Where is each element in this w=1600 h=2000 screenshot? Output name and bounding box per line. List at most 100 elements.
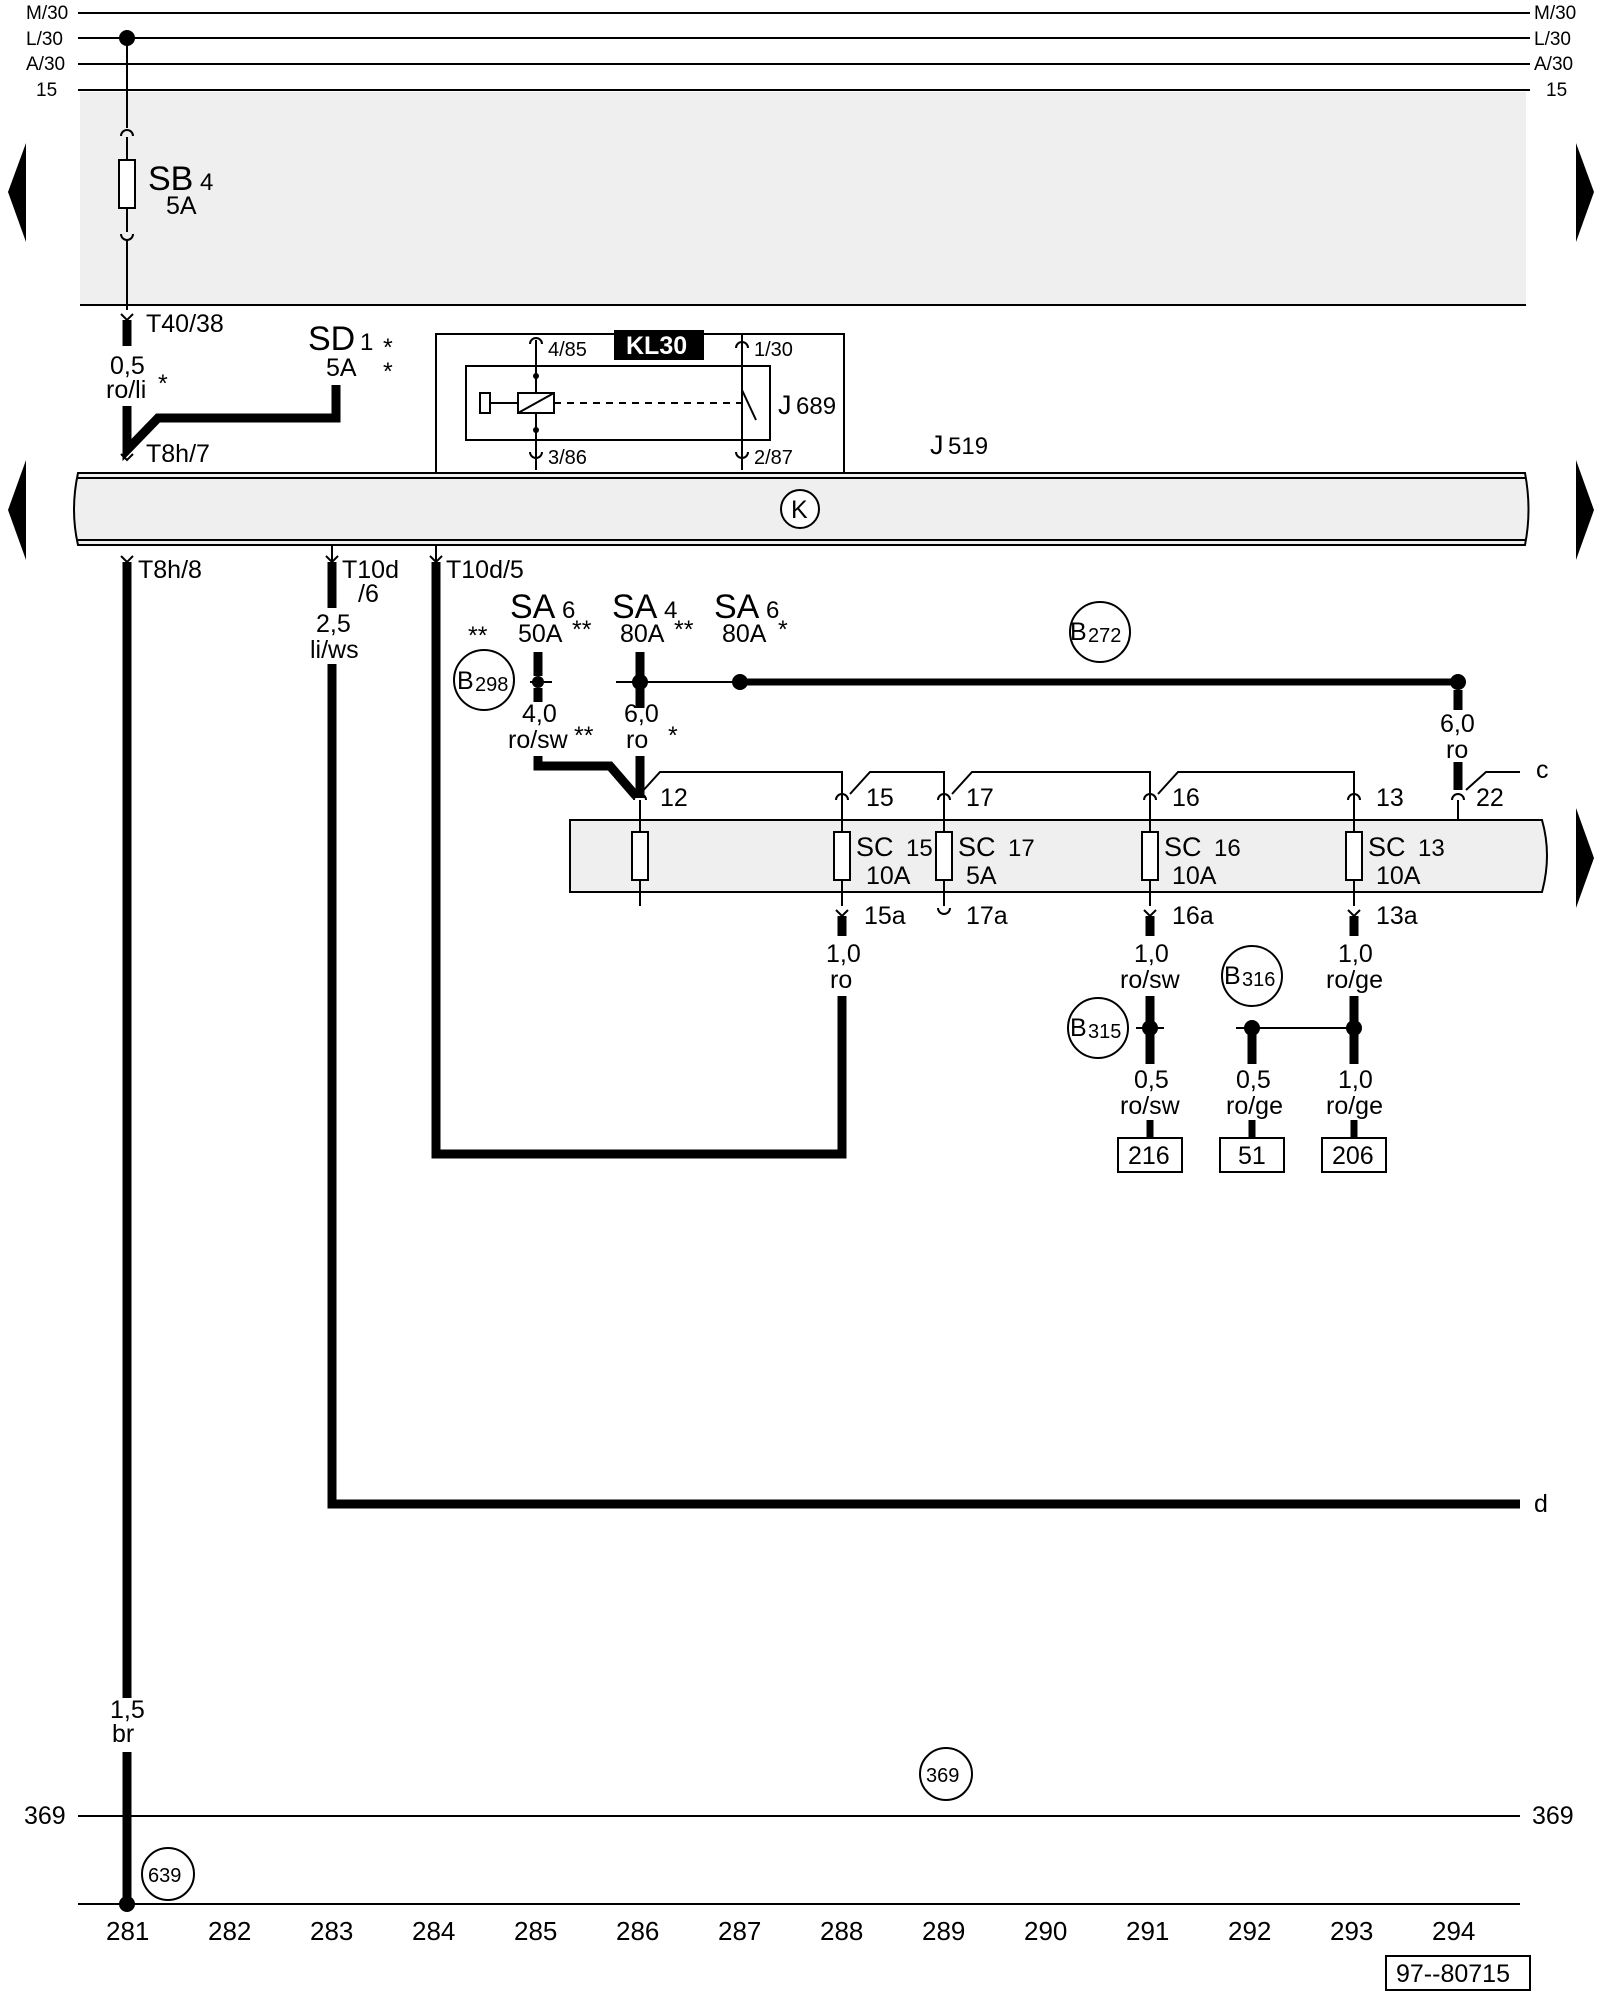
sc16-rating: 10A	[1172, 862, 1217, 890]
fuse-sb4: SB 4 5A	[118, 38, 213, 322]
rail-label-l30-right: L/30	[1534, 29, 1571, 50]
connector-t40-38: T40/38	[146, 310, 224, 338]
line-369-right: 369	[1532, 1802, 1574, 1830]
wire-05-star: *	[158, 370, 168, 398]
sc-pin-22: 22	[1476, 784, 1504, 812]
unit-j519: K J 519	[73, 430, 1530, 546]
column-288: 288	[820, 1916, 863, 1946]
circle-b298-letter: B	[457, 667, 474, 695]
doc-id: 97--80715	[1396, 1960, 1510, 1988]
fuse-sa4-name: SA	[612, 588, 658, 626]
wire-60a-color: ro	[626, 726, 648, 754]
doc-id-box	[1385, 1955, 1531, 1991]
sc-pin-16: 16	[1172, 784, 1200, 812]
unit-j519-index: 519	[948, 433, 988, 460]
fuse-sa6-name: SA	[510, 588, 556, 626]
column-294: 294	[1432, 1916, 1475, 1946]
fuse-sd1-name: SD	[308, 320, 355, 358]
rail-label-m30-right: M/30	[1534, 3, 1576, 24]
rail-label-a30: A/30	[26, 54, 65, 75]
sc-out-16a: 16a	[1172, 902, 1214, 930]
circle-639	[141, 1847, 195, 1901]
fuse-sd1-star2: *	[383, 358, 393, 386]
column-281: 281	[106, 1916, 149, 1946]
line-369-left: 369	[24, 1802, 66, 1830]
left-arrow-icon[interactable]	[8, 143, 26, 242]
sc-pin-13: 13	[1376, 784, 1404, 812]
fuse-sa6-rating: 50A	[518, 620, 563, 648]
wire-10roge2-size: 1,0	[1338, 1066, 1373, 1094]
fuse-group-sa: SA 6 50A ** ** SA 4 80A ** SA 6 80A *	[468, 588, 788, 650]
wire-10roge-color: ro/ge	[1326, 966, 1383, 994]
circle-b316	[1221, 945, 1283, 1007]
column-285: 285	[514, 1916, 557, 1946]
rail-label-m30: M/30	[26, 3, 68, 24]
fuse-sa6b-post: *	[778, 616, 788, 644]
right-arrow-icon[interactable]	[1576, 460, 1594, 560]
wire-10roge-size: 1,0	[1338, 940, 1373, 968]
wire-05roge-size: 0,5	[1236, 1066, 1271, 1094]
wire-10ro-size: 1,0	[826, 940, 861, 968]
sc15-rating: 10A	[866, 862, 911, 890]
label-d: d	[1534, 1490, 1548, 1518]
sc13-rating: 10A	[1376, 862, 1421, 890]
sc17-rating: 5A	[966, 862, 997, 890]
wire-40-size: 4,0	[522, 700, 557, 728]
circle-b272-index: 272	[1088, 625, 1121, 647]
rail-label-15-right: 15	[1546, 80, 1567, 101]
power-rails: M/30 L/30 A/30 15 M/30 L/30 A/30 15	[26, 3, 1576, 101]
sc-pin-c: c	[1536, 756, 1549, 784]
wire-25-color: li/ws	[310, 636, 359, 664]
wire-60b-color: ro	[1446, 736, 1468, 764]
connector-t10d-6b: /6	[358, 580, 379, 608]
wire-15-color: br	[112, 1720, 134, 1748]
rail-label-l30: L/30	[26, 29, 63, 50]
wire-60a-size: 6,0	[624, 700, 659, 728]
wire-10rosw-size: 1,0	[1134, 940, 1169, 968]
fuse-sd1-index: 1	[360, 329, 373, 356]
relay-index: 689	[796, 393, 836, 420]
column-291: 291	[1126, 1916, 1169, 1946]
fuse-sa6-pre: **	[468, 622, 488, 650]
wire-05roge-color: ro/ge	[1226, 1092, 1283, 1120]
connector-t10d-5: T10d/5	[446, 556, 524, 584]
wire-40-stars: **	[574, 722, 594, 750]
column-290: 290	[1024, 1916, 1067, 1946]
rail-label-a30-right: A/30	[1534, 54, 1573, 75]
sc-pin-15: 15	[866, 784, 894, 812]
wire-60a-star: *	[668, 722, 678, 750]
fuse-block-sc: 12 15 17 16 13 22 c SC 15 10A SC 17 5A S…	[569, 756, 1549, 906]
fuse-sa6-post: **	[572, 616, 592, 644]
circle-b272-letter: B	[1070, 618, 1087, 646]
fuse-sa4-index: 4	[664, 597, 677, 624]
circle-369	[919, 1747, 973, 1801]
column-283: 283	[310, 1916, 353, 1946]
sc13-index: 13	[1418, 835, 1445, 862]
circle-b298	[453, 649, 515, 711]
relay-pin-386: 3/86	[548, 447, 587, 469]
left-arrow-icon[interactable]	[8, 460, 26, 560]
fuse-sa6-index: 6	[562, 597, 575, 624]
wire-10rosw-color: ro/sw	[1120, 966, 1181, 994]
wire-15-size: 1,5	[110, 1696, 145, 1724]
sc-out-15a: 15a	[864, 902, 906, 930]
fuse-sb4-index: 4	[200, 169, 213, 196]
relay-name: J	[778, 390, 792, 420]
ref-51: 51	[1238, 1142, 1266, 1170]
fuse-sd1-rating: 5A	[326, 354, 357, 382]
ref-box-51[interactable]	[1219, 1137, 1285, 1173]
ref-box-216[interactable]	[1117, 1137, 1183, 1173]
control-unit-symbol	[780, 489, 820, 529]
ref-216: 216	[1128, 1142, 1170, 1170]
right-arrow-icon[interactable]	[1576, 808, 1594, 908]
column-293: 293	[1330, 1916, 1373, 1946]
circle-b316-letter: B	[1224, 962, 1241, 990]
ref-box-206[interactable]	[1321, 1137, 1387, 1173]
column-286: 286	[616, 1916, 659, 1946]
wire-05rosw-size: 0,5	[1134, 1066, 1169, 1094]
column-282: 282	[208, 1916, 251, 1946]
right-arrow-icon[interactable]	[1576, 143, 1594, 242]
relay-j689: KL30 4/85 3/86 1/30 2/87 J 689	[435, 330, 845, 475]
sc17-index: 17	[1008, 835, 1035, 862]
